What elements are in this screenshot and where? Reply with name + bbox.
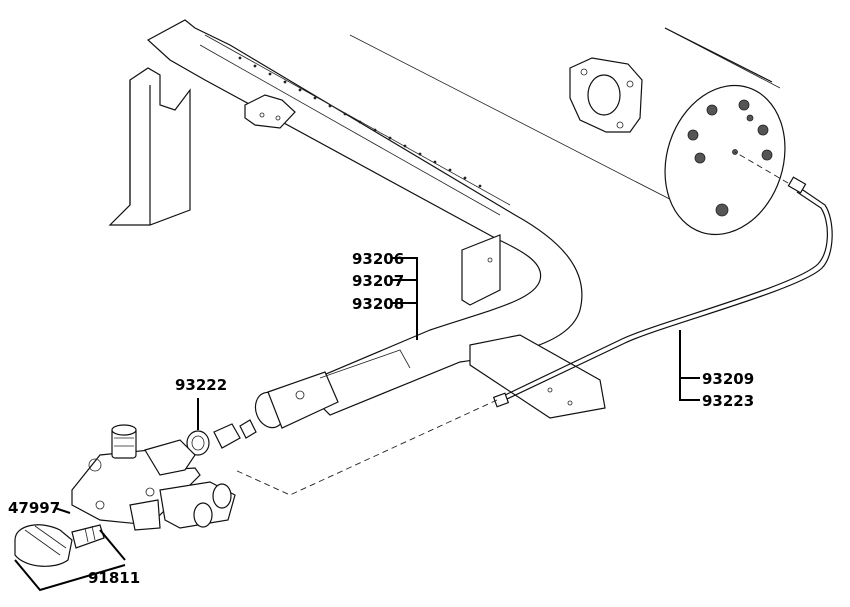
label-93209: 93209 xyxy=(702,370,754,388)
control-knob-47997 xyxy=(14,524,105,567)
label-93223: 93223 xyxy=(702,392,754,410)
callout-burner xyxy=(392,257,418,340)
fitting-93222 xyxy=(186,419,257,456)
pilot-tube xyxy=(492,151,833,408)
callout-knob-valve xyxy=(14,507,126,592)
label-93208: 93208 xyxy=(352,295,404,313)
label-91811: 91811 xyxy=(88,569,140,587)
rear-bracket xyxy=(461,234,606,419)
label-93207: 93207 xyxy=(352,272,404,290)
left-bracket xyxy=(108,67,191,226)
label-93222: 93222 xyxy=(175,376,227,394)
mounting-gasket xyxy=(569,57,643,133)
callout-pilot-tube xyxy=(679,330,700,401)
connection-path xyxy=(234,399,498,496)
gas-valve-assembly xyxy=(71,424,236,531)
tank-cylinder xyxy=(349,27,786,236)
burner-tube xyxy=(146,19,583,429)
label-47997: 47997 xyxy=(8,499,60,517)
label-93206: 93206 xyxy=(352,250,404,268)
